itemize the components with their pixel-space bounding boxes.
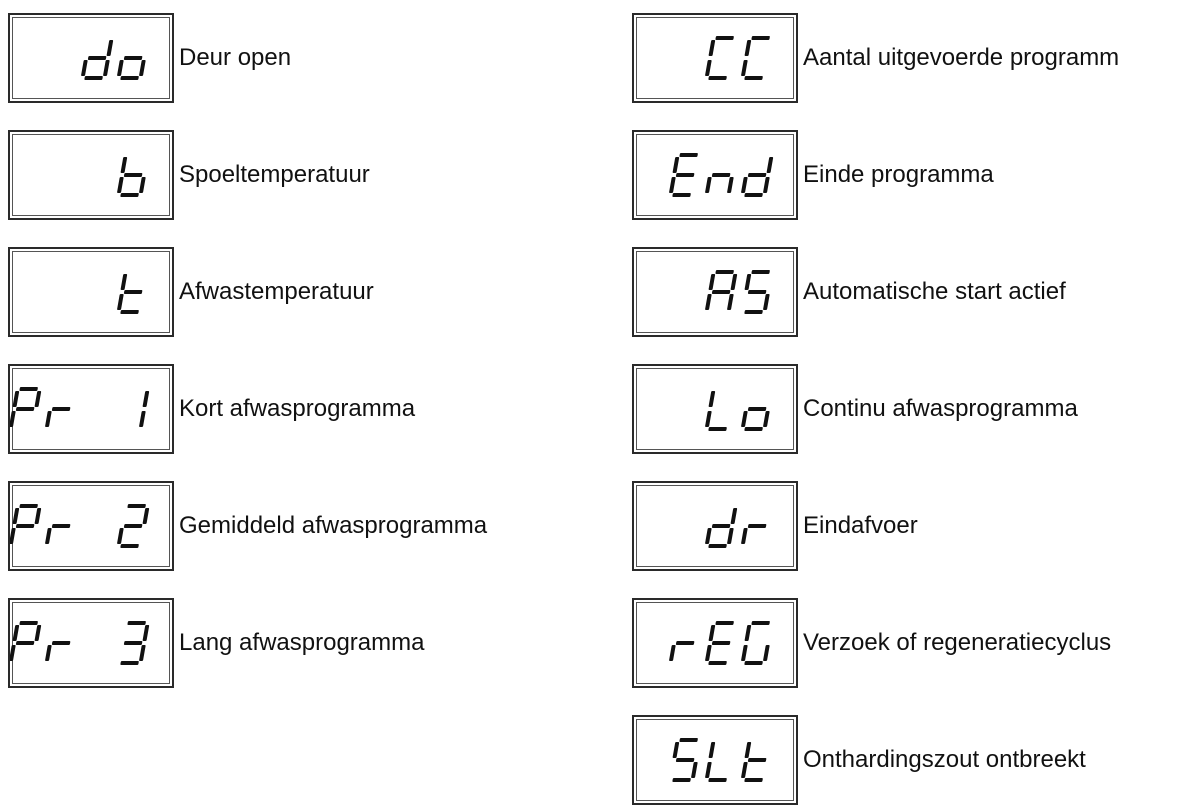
code-description: Einde programma <box>803 161 994 188</box>
seven-segment-display-icon <box>705 36 770 80</box>
code-description: Spoeltemperatuur <box>179 161 370 188</box>
code-row: Verzoek of regeneratiecyclus <box>632 593 1111 693</box>
code-row: Einde programma <box>632 125 994 225</box>
display-code <box>8 481 174 571</box>
code-description: Kort afwasprogramma <box>179 395 416 422</box>
code-row: Deur open <box>8 8 291 108</box>
code-description: Deur open <box>179 44 292 71</box>
code-description: Verzoek of regeneratiecyclus <box>803 629 1112 656</box>
code-row: Gemiddeld afwasprogramma <box>8 476 487 576</box>
display-code <box>632 481 798 571</box>
code-description: Onthardingszout ontbreekt <box>803 746 1086 773</box>
seven-segment-display-icon <box>705 391 770 431</box>
display-code <box>632 598 798 688</box>
seven-segment-display-icon <box>705 270 770 314</box>
code-row: Automatische start actief <box>632 242 1066 342</box>
code-row: Continu afwasprogramma <box>632 359 1078 459</box>
code-row: Aantal uitgevoerde programm <box>632 8 1119 108</box>
seven-segment-display-icon <box>669 621 770 665</box>
code-description: Aantal uitgevoerde programm <box>803 44 1120 71</box>
display-code <box>632 247 798 337</box>
display-code <box>8 364 174 454</box>
code-description: Eindafvoer <box>803 512 918 539</box>
display-code <box>8 247 174 337</box>
code-row: Eindafvoer <box>632 476 918 576</box>
code-description: Automatische start actief <box>803 278 1066 305</box>
seven-segment-display-icon <box>10 621 150 665</box>
display-code <box>632 13 798 103</box>
display-code <box>8 13 174 103</box>
seven-segment-display-icon <box>705 508 767 548</box>
code-description: Continu afwasprogramma <box>803 395 1078 422</box>
seven-segment-display-icon <box>10 504 150 548</box>
code-description: Lang afwasprogramma <box>179 629 425 656</box>
code-description: Afwastemperatuur <box>179 278 374 305</box>
code-description: Gemiddeld afwasprogramma <box>179 512 488 539</box>
seven-segment-display-icon <box>117 274 143 314</box>
display-code <box>632 715 798 805</box>
seven-segment-display-icon <box>117 157 146 197</box>
code-row: Lang afwasprogramma <box>8 593 424 693</box>
display-code <box>632 364 798 454</box>
seven-segment-display-icon <box>669 153 774 197</box>
code-row: Afwastemperatuur <box>8 242 374 342</box>
code-row: Kort afwasprogramma <box>8 359 415 459</box>
seven-segment-display-icon <box>10 387 150 427</box>
code-row: Onthardingszout ontbreekt <box>632 710 1086 810</box>
display-code <box>8 598 174 688</box>
seven-segment-display-icon <box>81 40 146 80</box>
seven-segment-display-icon <box>672 738 767 782</box>
display-code <box>8 130 174 220</box>
display-code <box>632 130 798 220</box>
code-row: Spoeltemperatuur <box>8 125 370 225</box>
